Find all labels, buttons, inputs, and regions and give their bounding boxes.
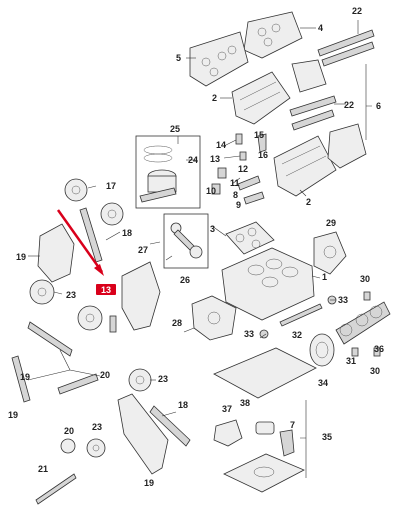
- highlight-pointer-arrow: [56, 209, 104, 276]
- callout-33-upper: 33: [338, 295, 348, 305]
- callout-20-bottom: 20: [64, 426, 74, 436]
- callout-3: 3: [210, 224, 215, 234]
- timing-sprocket-upper[interactable]: [100, 202, 124, 226]
- sprocket-23-lower-bottom[interactable]: [86, 438, 106, 458]
- engine-block[interactable]: [221, 247, 315, 321]
- callout-23-bottom: 23: [92, 422, 102, 432]
- callout-37: 37: [222, 404, 232, 414]
- callout-19-left: 19: [8, 410, 18, 420]
- callout-30-upper: 30: [360, 274, 370, 284]
- chain-guide-20[interactable]: [57, 373, 99, 395]
- connecting-rod[interactable]: [170, 222, 203, 259]
- callout-29: 29: [326, 218, 336, 228]
- chain-tensioner-small[interactable]: [109, 315, 117, 333]
- conn-rod-box: [163, 213, 209, 269]
- dipstick-21[interactable]: [35, 473, 77, 505]
- timing-case-19[interactable]: [37, 223, 75, 283]
- callout-19-upper: 19: [16, 252, 26, 262]
- callout-19-bottom: 19: [144, 478, 154, 488]
- chain-tensioner-19[interactable]: [11, 355, 31, 403]
- callout-27: 27: [138, 245, 148, 255]
- callout-36: 36: [374, 344, 384, 354]
- callout-28: 28: [172, 318, 182, 328]
- callout-25: 25: [170, 124, 180, 134]
- highlighted-part-label: 13: [101, 285, 111, 295]
- callout-31: 31: [346, 356, 356, 366]
- oil-pan-lower[interactable]: [223, 453, 305, 493]
- piston-kit-box: [135, 135, 201, 209]
- callout-6: 6: [376, 101, 381, 111]
- piston-assembly[interactable]: [139, 145, 177, 203]
- sprocket-20-bottom[interactable]: [60, 438, 76, 454]
- callout-35: 35: [322, 432, 332, 442]
- timing-cover-19-bottom[interactable]: [117, 393, 169, 475]
- valve-components[interactable]: [211, 133, 267, 205]
- bolt-36[interactable]: [351, 347, 359, 357]
- callout-9: 9: [236, 200, 241, 210]
- callout-8: 8: [233, 190, 238, 200]
- callout-23-mid: 23: [158, 374, 168, 384]
- cylinder-head-lower[interactable]: [273, 135, 337, 197]
- bolt-33-lower[interactable]: [259, 329, 269, 339]
- callout-21: 21: [38, 464, 48, 474]
- oil-pump[interactable]: [213, 419, 243, 447]
- timing-chain-18[interactable]: [79, 207, 103, 263]
- callout-2-lower: 2: [306, 197, 311, 207]
- callout-7: 7: [290, 420, 295, 430]
- callout-24: 24: [188, 155, 198, 165]
- callout-4: 4: [318, 23, 323, 33]
- callout-18-upper: 18: [122, 228, 132, 238]
- callout-20-mid: 20: [100, 370, 110, 380]
- bolt-30-upper[interactable]: [363, 291, 371, 301]
- bolt-30-lower[interactable]: [373, 347, 381, 357]
- chain-guide-18-left[interactable]: [27, 321, 73, 357]
- dipstick-tube-parts[interactable]: [279, 429, 295, 457]
- callout-5: 5: [176, 53, 181, 63]
- cam-cover-rear[interactable]: [327, 123, 367, 169]
- callout-32: 32: [292, 330, 302, 340]
- oil-pan-upper[interactable]: [213, 347, 317, 399]
- callout-16: 16: [258, 150, 268, 160]
- oil-strainer[interactable]: [255, 421, 275, 435]
- crankshaft[interactable]: [335, 301, 391, 345]
- harmonic-balancer[interactable]: [309, 333, 335, 367]
- sprocket-23-left[interactable]: [29, 279, 55, 305]
- guide-rod[interactable]: [279, 303, 323, 327]
- highlighted-part-badge[interactable]: 13: [96, 284, 116, 295]
- camshaft-lower[interactable]: [289, 95, 337, 131]
- callout-2-upper: 2: [212, 93, 217, 103]
- callout-10: 10: [206, 186, 216, 196]
- timing-sprocket-17[interactable]: [64, 178, 88, 202]
- valve-cover-right[interactable]: [243, 11, 303, 59]
- callout-33-lower: 33: [244, 329, 254, 339]
- callout-23-left: 23: [66, 290, 76, 300]
- callout-34: 34: [318, 378, 328, 388]
- callout-30-lower: 30: [370, 366, 380, 376]
- timing-cover-highlighted[interactable]: [121, 261, 161, 331]
- callout-18-lower: 18: [178, 400, 188, 410]
- camshaft-upper[interactable]: [317, 29, 375, 67]
- cylinder-head-gasket-ring: [291, 59, 327, 93]
- callout-15: 15: [254, 130, 264, 140]
- timing-cover-right[interactable]: [313, 231, 347, 275]
- callout-22-lower: 22: [344, 100, 354, 110]
- leader-lines: [27, 20, 372, 478]
- callout-12: 12: [238, 164, 248, 174]
- callout-17: 17: [106, 181, 116, 191]
- callout-38: 38: [240, 398, 250, 408]
- callout-14: 14: [216, 140, 226, 150]
- callout-1: 1: [322, 272, 327, 282]
- cylinder-head-upper[interactable]: [231, 71, 291, 125]
- sprocket-23-right[interactable]: [77, 305, 103, 331]
- valve-cover-left[interactable]: [189, 31, 249, 87]
- head-gasket[interactable]: [225, 221, 275, 255]
- callout-13: 13: [210, 154, 220, 164]
- callout-19-mid: 19: [20, 372, 30, 382]
- chain-18-bottom[interactable]: [149, 405, 191, 447]
- callout-11: 11: [230, 178, 240, 188]
- sprocket-23-bottom[interactable]: [128, 368, 152, 392]
- callout-26: 26: [180, 275, 190, 285]
- callout-22-upper: 22: [352, 6, 362, 16]
